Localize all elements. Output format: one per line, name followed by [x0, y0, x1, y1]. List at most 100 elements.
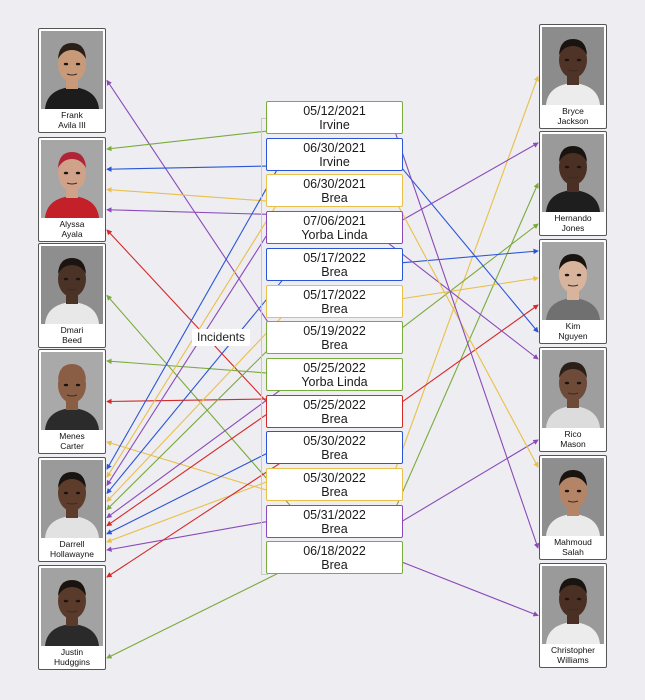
person-photo [542, 134, 604, 212]
person-photo [542, 350, 604, 428]
link-line [106, 128, 287, 152]
person-photo [542, 242, 604, 320]
link-line [106, 178, 294, 478]
person-photo [542, 27, 604, 105]
person-last-name: Jones [561, 223, 585, 233]
link-line [389, 304, 539, 412]
person-last-name: Carter [60, 441, 84, 451]
person-first-name: Mahmoud [554, 537, 592, 547]
link-line [106, 187, 287, 203]
incident-city: Brea [321, 558, 348, 573]
incident-city: Brea [321, 411, 348, 426]
link-line [106, 471, 294, 543]
person-photo [41, 31, 103, 109]
link-line [389, 190, 539, 468]
person-last-name: Hudggins [54, 657, 90, 667]
incident-city: Brea [321, 264, 348, 279]
person-last-name: Ayala [61, 229, 83, 239]
link-line [106, 458, 287, 578]
incident-date: 05/25/2022 [303, 397, 366, 412]
incident-date: 05/17/2022 [303, 287, 366, 302]
person-first-name: Frank [61, 110, 83, 120]
person-first-name: Christopher [551, 645, 595, 655]
mugshot-photo [542, 566, 604, 644]
person-first-name: Menes [59, 431, 85, 441]
incident-city: Irvine [319, 118, 350, 132]
link-line [389, 223, 539, 338]
link-line [106, 398, 294, 405]
person-photo [41, 568, 103, 646]
mugshot-photo [542, 27, 604, 105]
incident-city: Brea [321, 301, 348, 316]
mugshot-photo [41, 352, 103, 430]
link-line [106, 294, 294, 510]
link-line [106, 520, 273, 552]
incident-city: Brea [321, 338, 348, 353]
person-last-name: Salah [562, 547, 584, 557]
mugshot-photo [542, 350, 604, 428]
person-last-name: Williams [557, 655, 589, 665]
incident-date: 05/31/2022 [303, 507, 366, 522]
incident-city: Irvine [319, 154, 350, 169]
link-line [106, 226, 273, 486]
mugshot-photo [41, 568, 103, 646]
link-line [389, 248, 539, 265]
person-first-name: Alyssa [59, 219, 85, 229]
incident-date: 05/30/2022 [303, 471, 366, 485]
incident-date: 05/30/2022 [303, 434, 366, 449]
incident-city: Yorba Linda [301, 374, 368, 389]
mugshot-photo [542, 458, 604, 536]
incident-date: 05/17/2022 [303, 250, 366, 265]
incident-city: Brea [321, 448, 348, 463]
mugshot-photo [41, 460, 103, 538]
incident-city: Brea [321, 521, 348, 536]
incidents-bracket [261, 118, 268, 575]
link-line [106, 79, 287, 350]
person-photo [542, 566, 604, 644]
person-first-name: Rico [564, 429, 582, 439]
incident-date: 06/18/2022 [303, 544, 366, 559]
person-last-name: Beed [62, 335, 82, 345]
link-line [106, 141, 294, 470]
link-line [106, 446, 280, 535]
link-line [106, 440, 287, 497]
person-photo [542, 458, 604, 536]
link-line [106, 312, 287, 503]
incident-date: 06/30/2021 [303, 177, 366, 192]
link-line [106, 275, 287, 495]
